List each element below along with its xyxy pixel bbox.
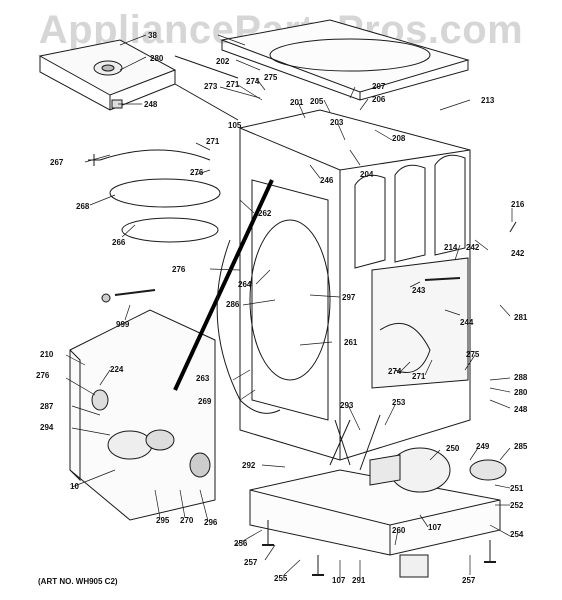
callout-273: 273	[204, 82, 218, 91]
callout-266: 266	[112, 238, 126, 247]
callout-244: 244	[460, 318, 474, 327]
callout-270: 270	[180, 516, 194, 525]
callout-295: 295	[156, 516, 170, 525]
callout-249: 249	[476, 442, 490, 451]
callout-264: 264	[238, 280, 252, 289]
callout-296: 296	[204, 518, 218, 527]
callout-288: 288	[514, 373, 528, 382]
callout-243: 243	[412, 286, 426, 295]
callout-268: 268	[76, 202, 90, 211]
cabinet	[239, 109, 471, 461]
callout-263: 263	[196, 374, 210, 383]
callout-261: 261	[344, 338, 358, 347]
callout-210: 210	[40, 350, 54, 359]
front-panel	[69, 309, 216, 521]
callout-206: 206	[372, 95, 386, 104]
callout-276: 276	[36, 371, 50, 380]
callout-257: 257	[244, 558, 258, 567]
callout-246: 246	[320, 176, 334, 185]
callout-285: 285	[514, 442, 528, 451]
art-number: (ART NO. WH905 C2)	[38, 577, 118, 586]
callout-262: 262	[258, 209, 272, 218]
callout-252: 252	[510, 501, 524, 510]
callout-287: 287	[40, 402, 54, 411]
callout-281: 281	[514, 313, 528, 322]
small-parts	[88, 154, 517, 303]
callout-248: 248	[144, 100, 158, 109]
callout-224: 224	[110, 365, 124, 374]
callout-254: 254	[510, 530, 524, 539]
callout-999: 999	[116, 320, 130, 329]
callout-204: 204	[360, 170, 374, 179]
callout-202: 202	[216, 57, 230, 66]
base-frame	[249, 414, 501, 578]
callout-269: 269	[198, 397, 212, 406]
top-lid	[220, 19, 470, 101]
callout-276: 276	[190, 168, 204, 177]
motor-pump	[369, 447, 507, 493]
callout-203: 203	[330, 118, 344, 127]
callout-275: 275	[264, 73, 278, 82]
callout-280: 280	[150, 54, 164, 63]
callout-38: 38	[148, 31, 157, 40]
callout-292: 292	[242, 461, 256, 470]
callout-293: 293	[340, 401, 354, 410]
hoses	[99, 149, 431, 414]
callout-208: 208	[392, 134, 406, 143]
pointer-line	[173, 179, 274, 391]
callout-291: 291	[352, 576, 366, 585]
callout-105: 105	[228, 121, 242, 130]
callout-275: 275	[466, 350, 480, 359]
callout-242: 242	[511, 249, 525, 258]
callout-271: 271	[226, 80, 240, 89]
callout-286: 286	[226, 300, 240, 309]
callout-107: 107	[428, 523, 442, 532]
callout-10: 10	[70, 482, 79, 491]
callout-255: 255	[274, 574, 288, 583]
callout-274: 274	[246, 77, 260, 86]
callout-267: 267	[50, 158, 64, 167]
callout-257: 257	[462, 576, 476, 585]
callout-274: 274	[388, 367, 402, 376]
callout-294: 294	[40, 423, 54, 432]
inset-dispenser-detail	[38, 39, 239, 121]
callout-213: 213	[481, 96, 495, 105]
callout-207: 207	[372, 82, 386, 91]
callout-205: 205	[310, 97, 324, 106]
callout-276: 276	[172, 265, 186, 274]
callout-107: 107	[332, 576, 346, 585]
callout-250: 250	[446, 444, 460, 453]
callout-251: 251	[510, 484, 524, 493]
callout-280: 280	[514, 388, 528, 397]
callout-253: 253	[392, 398, 406, 407]
feet	[262, 520, 496, 576]
callout-297: 297	[342, 293, 356, 302]
callout-214: 214	[444, 243, 458, 252]
callout-271: 271	[412, 372, 426, 381]
callout-201: 201	[290, 98, 304, 107]
callout-256: 256	[234, 539, 248, 548]
callout-248: 248	[514, 405, 528, 414]
callout-260: 260	[392, 526, 406, 535]
callout-242: 242	[466, 243, 480, 252]
callout-271: 271	[206, 137, 220, 146]
callout-216: 216	[511, 200, 525, 209]
leader-lines	[65, 34, 513, 580]
